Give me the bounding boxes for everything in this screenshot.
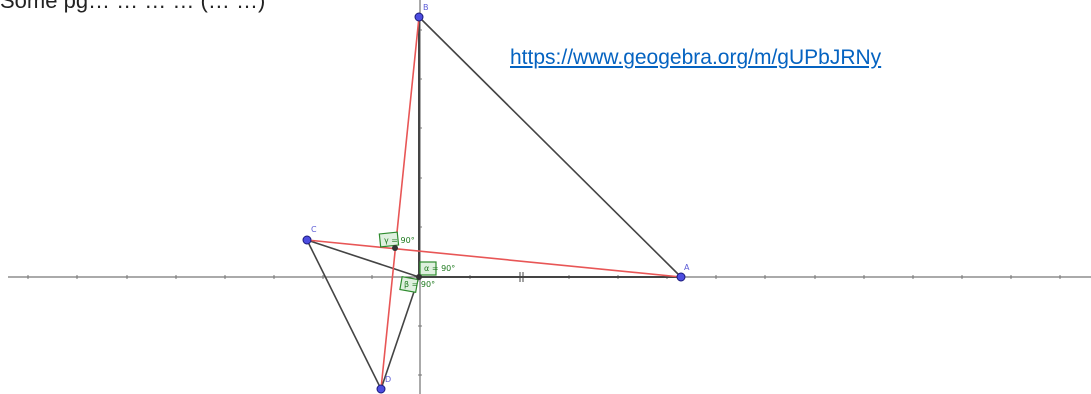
geogebra-link[interactable]: https://www.geogebra.org/m/gUPbJRNy xyxy=(510,46,882,69)
black-segments xyxy=(306,16,682,390)
segment-CA xyxy=(306,239,682,278)
segment-DO xyxy=(380,276,420,390)
top-caption: Some pg… … … … (… …) xyxy=(0,0,266,13)
point-label-D: D xyxy=(385,375,391,384)
origin-point xyxy=(416,274,422,280)
point-label-B: B xyxy=(423,3,429,12)
angle-label-alpha: α = 90° xyxy=(424,264,455,273)
angle-marker-beta: β = 90° xyxy=(399,276,435,293)
point-C[interactable]: C xyxy=(302,225,317,245)
point-label-C: C xyxy=(311,225,317,234)
segment-tick-mark xyxy=(519,272,524,282)
point-A[interactable]: A xyxy=(676,263,690,282)
red-segments xyxy=(306,16,682,390)
intersection-point xyxy=(392,245,398,251)
angle-label-gamma: γ = 90° xyxy=(384,236,415,245)
segment-BA xyxy=(418,16,682,278)
segment-CO xyxy=(306,239,420,278)
angle-marker-gamma: γ = 90° xyxy=(378,231,415,248)
segment-CD xyxy=(306,239,382,390)
angle-marker-alpha: α = 90° xyxy=(419,261,455,276)
segment-BD xyxy=(380,16,420,390)
point-label-A: A xyxy=(684,263,690,272)
angle-label-beta: β = 90° xyxy=(404,280,435,289)
point-D[interactable]: D xyxy=(376,375,391,394)
point-B[interactable]: B xyxy=(414,3,429,22)
